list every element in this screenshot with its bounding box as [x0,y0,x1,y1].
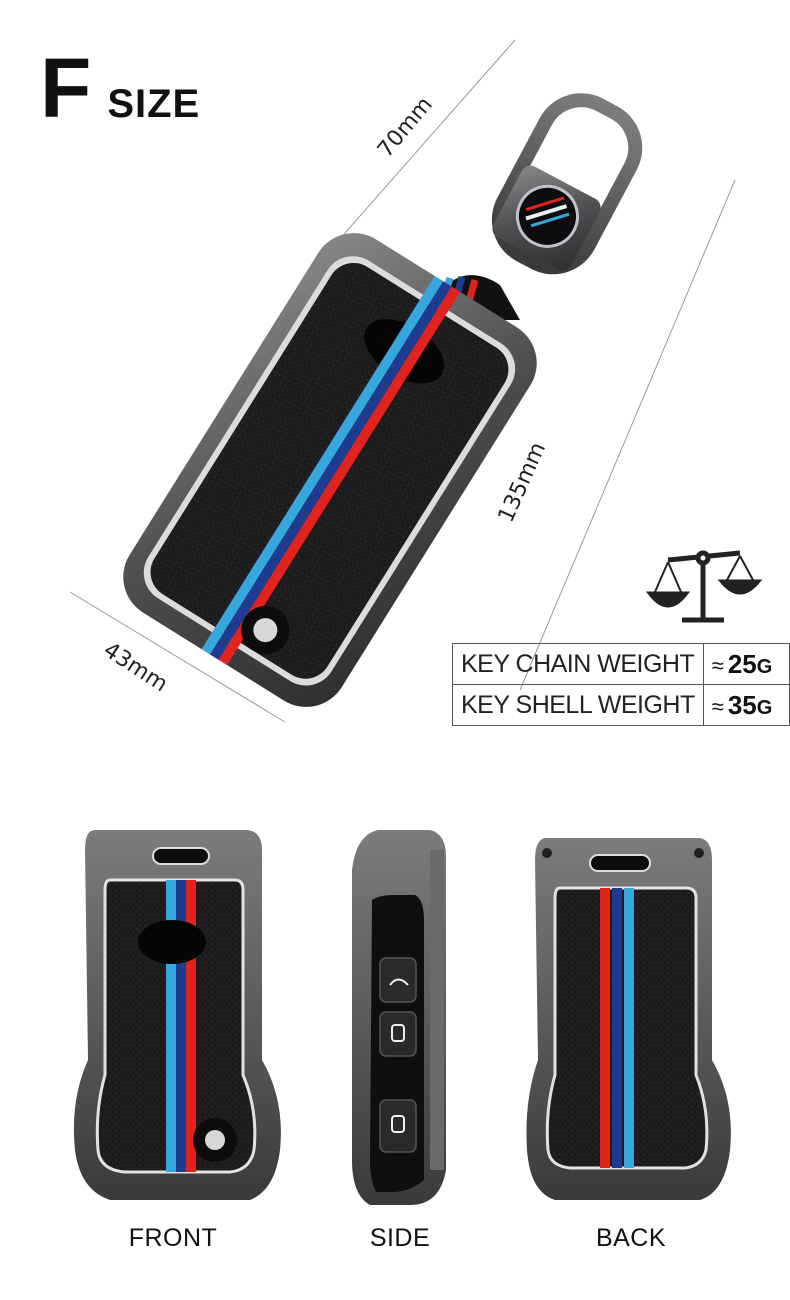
table-row: KEY CHAIN WEIGHT ≈25G [452,643,790,685]
size-letter: F [40,41,92,135]
key-chain-weight-label: KEY CHAIN WEIGHT [452,643,704,685]
shell-width-dimension-line [69,591,286,723]
approx-sign: ≈ [711,693,724,719]
front-view [73,830,281,1200]
key-shell-weight-value: ≈35G [702,684,790,726]
back-view [526,838,731,1200]
back-caption: BACK [595,1224,667,1252]
key-shell-main [123,233,537,707]
chain-dimension-line [329,39,516,251]
table-row: KEY SHELL WEIGHT ≈35G [452,684,790,726]
size-title: F SIZE [40,41,201,135]
key-shell-weight-label: KEY SHELL WEIGHT [452,684,704,726]
weight-unit: G [756,696,773,719]
weight-number: 25 [727,648,757,679]
side-caption: SIDE [369,1224,431,1252]
side-view [352,830,446,1205]
shell-length-dimension-line [519,179,736,691]
approx-sign: ≈ [711,652,724,678]
key-chain-weight-value: ≈25G [702,643,790,685]
weight-table: KEY CHAIN WEIGHT ≈25G KEY SHELL WEIGHT ≈… [452,643,790,726]
key-chain [491,93,643,275]
weight-unit: G [756,655,773,678]
size-word: SIZE [107,82,201,126]
front-caption: FRONT [128,1224,218,1252]
weight-number: 35 [727,689,757,720]
balance-scale-icon [645,550,763,623]
